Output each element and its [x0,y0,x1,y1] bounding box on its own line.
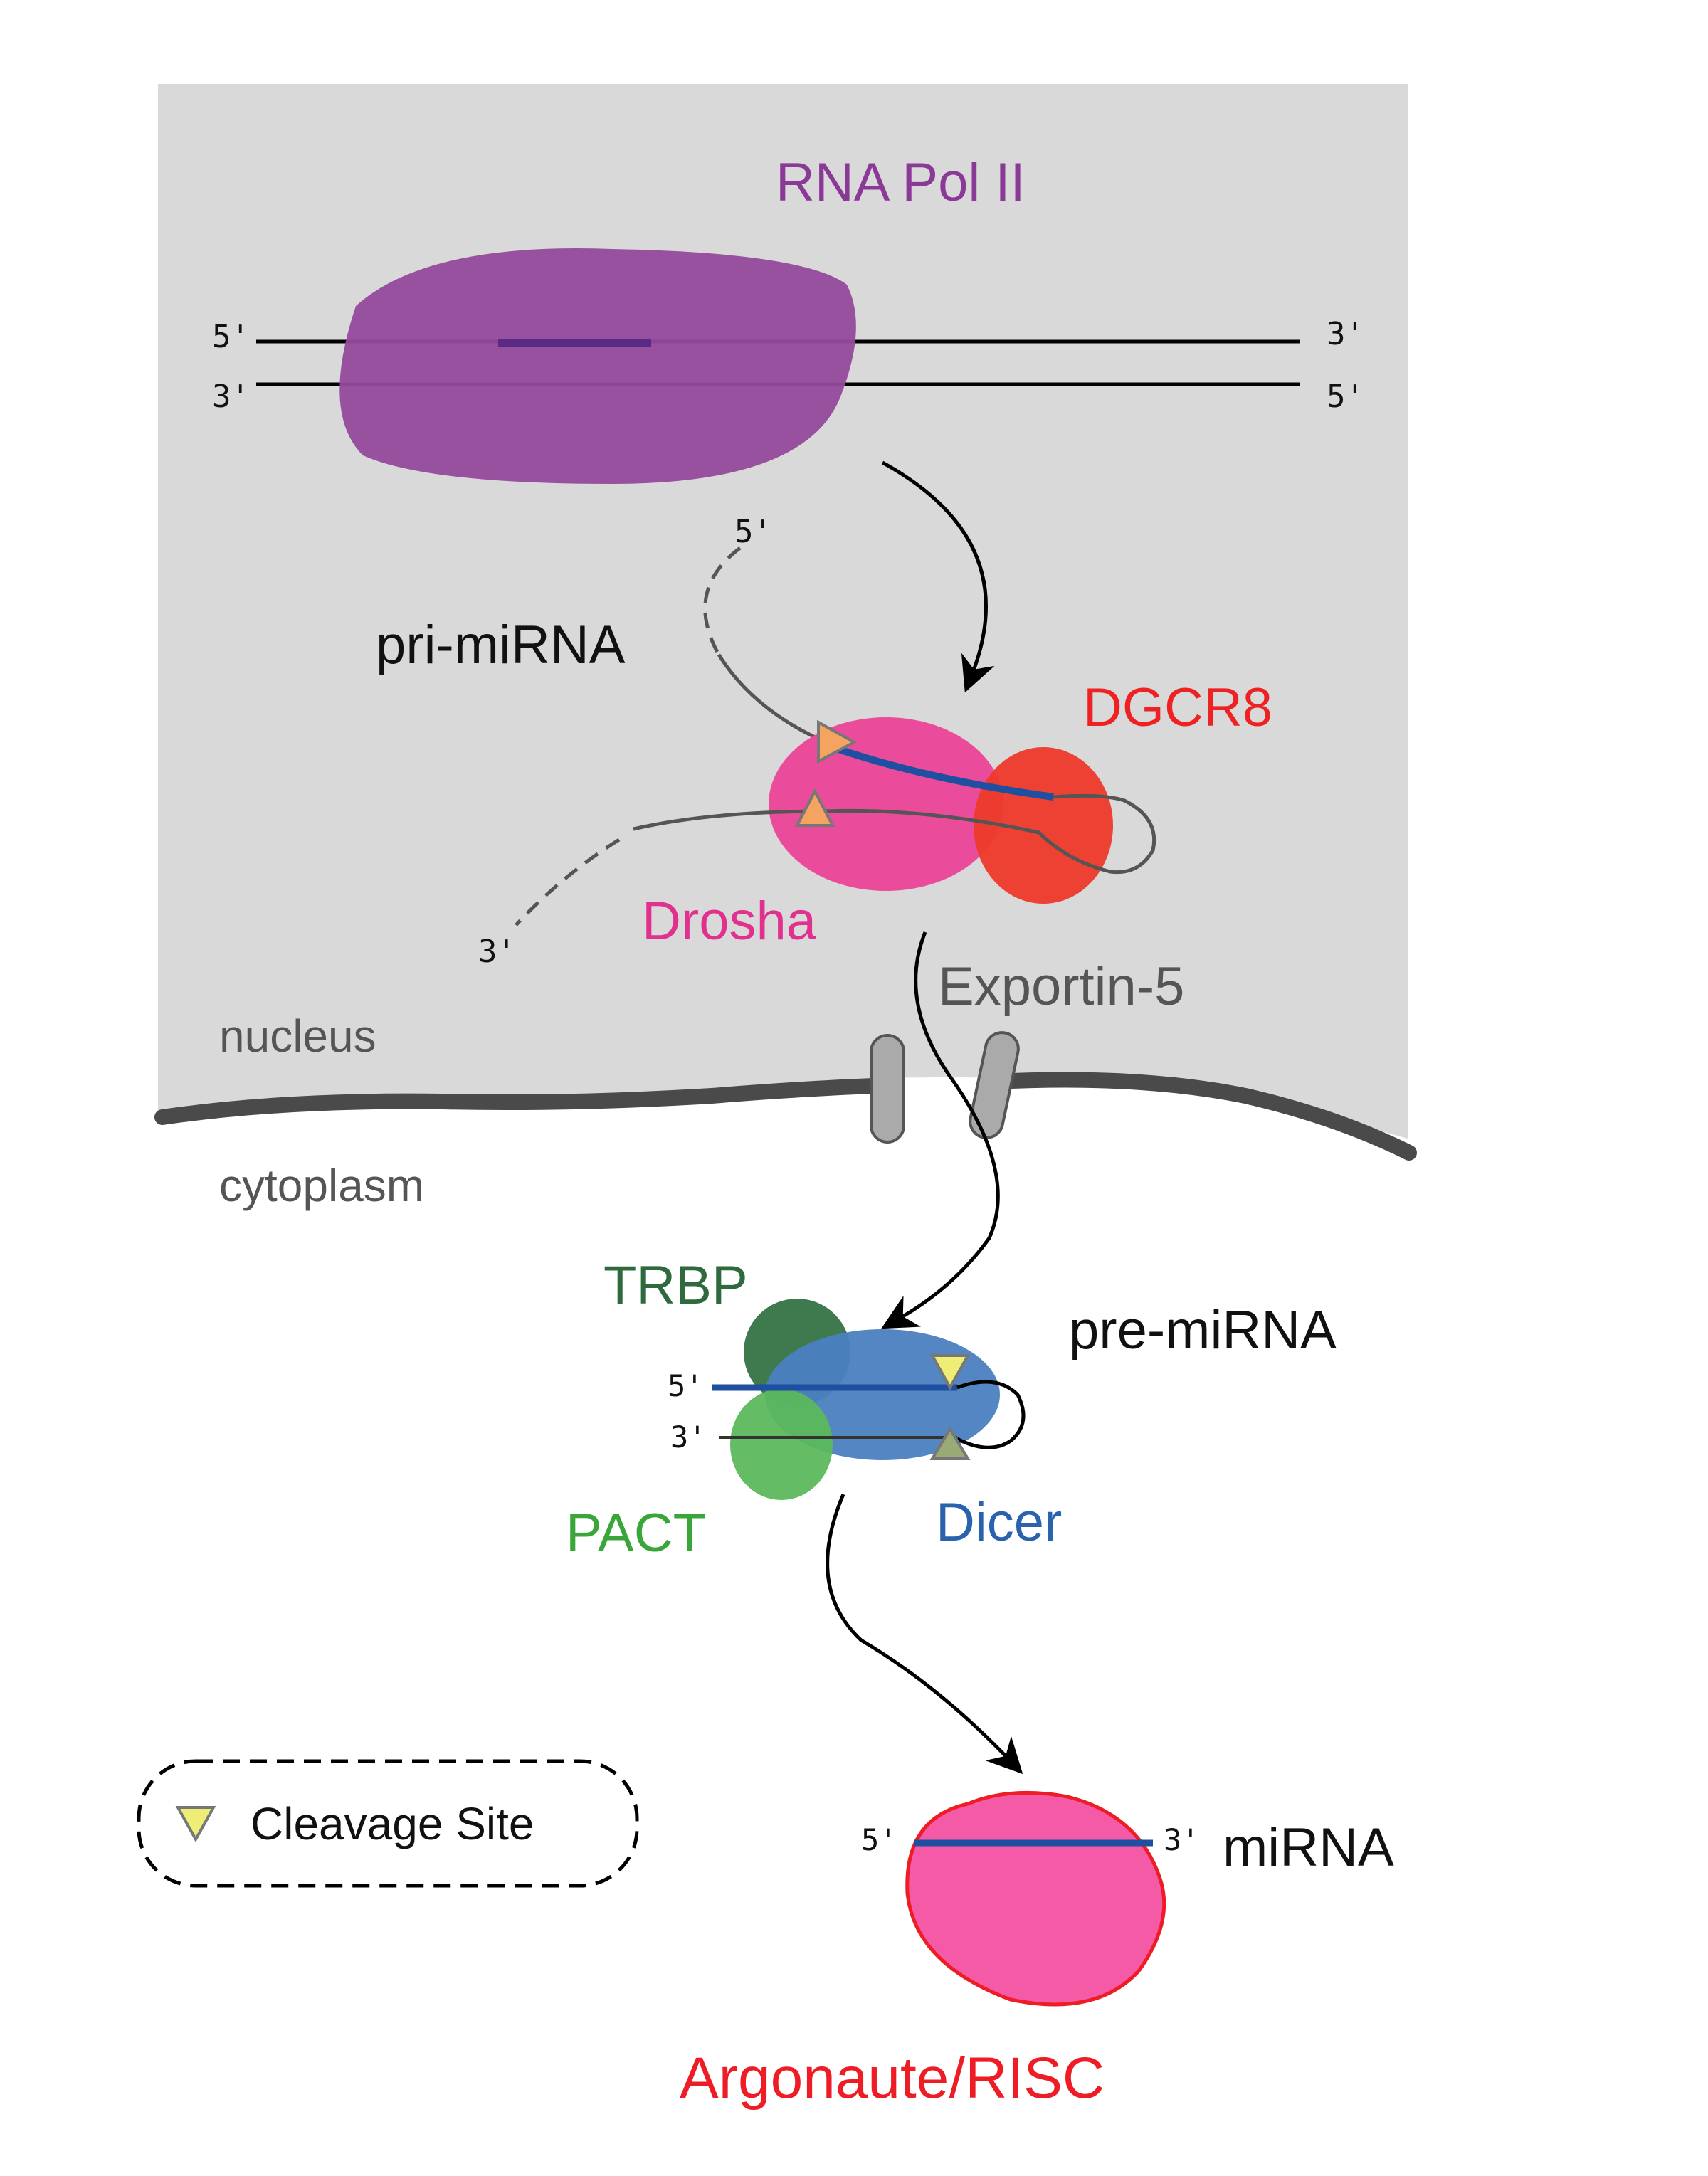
arrow-pol-to-drosha [881,460,995,693]
label-trbp: TRBP [603,1255,748,1316]
label-mirna: miRNA [1223,1817,1394,1878]
drosha-shape [769,717,1003,891]
legend-box [137,1759,639,1888]
pri-mirna-5-end: 5' [734,514,772,550]
label-argonaute: Argonaute/RISC [680,2046,1105,2111]
pact-shape [730,1389,833,1500]
label-cytoplasm: cytoplasm [219,1160,424,1211]
dicer-cleavage-site-1 [929,1354,971,1391]
pri-mirna-loop [633,793,1156,875]
label-rna-pol-ii: RNA Pol II [776,152,1026,213]
label-dicer: Dicer [936,1492,1062,1553]
nuclear-membrane [154,1072,1417,1161]
label-drosha: Drosha [642,891,817,951]
label-pact: PACT [566,1503,706,1563]
mirna-5-end: 5' [861,1822,897,1857]
pri-mirna-dashed-5 [703,546,742,656]
argonaute-shape [905,1790,1166,2007]
pri-mirna-mature-strand [831,744,1054,801]
drosha-cleavage-site-1 [817,719,858,764]
pri-mirna-strand-top [717,653,830,746]
legend-cleavage-icon [175,1806,216,1843]
label-pre-mirna: pre-miRNA [1069,1300,1337,1361]
arrow-drosha-to-dicer [881,931,1000,1329]
rna-pol-ii-shape [339,248,856,484]
pri-mirna-3-end: 3' [478,934,516,970]
drosha-cleavage-site-2 [794,788,835,827]
label-cleavage-site: Cleavage Site [251,1798,534,1849]
label-pri-mirna: pri-miRNA [376,615,626,675]
label-exportin5: Exportin-5 [938,956,1184,1017]
pre-mirna-3-end: 3' [670,1420,707,1454]
dna-bottom-5-end: 5' [1327,379,1364,415]
label-nucleus: nucleus [219,1010,376,1062]
dgcr8-shape [974,747,1113,904]
nucleus-region [158,84,1408,1139]
dna-bottom-3-end: 3' [212,379,250,415]
pre-mirna-5-end: 5' [668,1368,704,1403]
pre-mirna-loop [956,1380,1026,1449]
label-dgcr8: DGCR8 [1083,677,1272,738]
dna-top-3-end: 3' [1327,316,1364,352]
mirna-3-end: 3' [1164,1822,1200,1857]
exportin-pore-left [870,1034,905,1144]
arrow-dicer-to-argonaute [826,1494,1023,1775]
dna-top-5-end: 5' [212,319,250,355]
dicer-cleavage-site-2 [929,1426,971,1460]
